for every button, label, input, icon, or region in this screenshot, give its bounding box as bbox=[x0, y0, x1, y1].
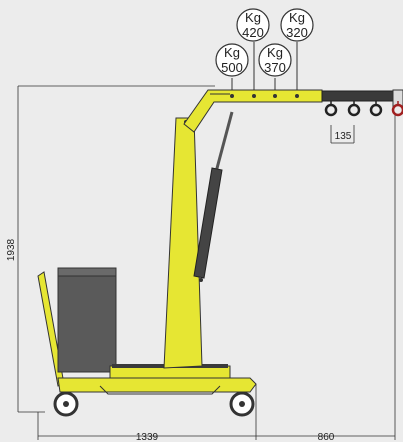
front-wheel bbox=[229, 391, 255, 417]
hydraulic-cylinder bbox=[193, 111, 234, 282]
hook-4 bbox=[391, 101, 403, 117]
rear-wheel bbox=[53, 391, 79, 417]
capacity-circle bbox=[215, 43, 249, 77]
hook-point-500 bbox=[230, 94, 234, 98]
hook-3 bbox=[369, 101, 383, 117]
capacity-circle bbox=[258, 43, 292, 77]
hook-point-320 bbox=[295, 94, 299, 98]
hook-1 bbox=[324, 101, 338, 117]
capacity-500-marker: Kg 500 bbox=[215, 43, 249, 96]
capacity-value: 420 bbox=[242, 25, 264, 40]
capacity-unit: Kg bbox=[245, 10, 261, 25]
height-label: 1938 bbox=[6, 238, 17, 261]
dimension-lines bbox=[17, 85, 396, 440]
hook-spacing-label: 135 bbox=[335, 131, 352, 142]
capacity-markers: Kg 500 Kg 420 Kg 370 Kg 320 bbox=[215, 8, 314, 96]
reach-label: 860 bbox=[318, 432, 335, 442]
hook-point-370 bbox=[273, 94, 277, 98]
hooks bbox=[324, 101, 403, 117]
capacity-value: 320 bbox=[286, 25, 308, 40]
capacity-unit: Kg bbox=[289, 10, 305, 25]
wheels bbox=[53, 391, 255, 417]
boom-arm bbox=[183, 89, 323, 133]
capacity-value: 500 bbox=[221, 60, 243, 75]
capacity-unit: Kg bbox=[267, 45, 283, 60]
capacity-370-marker: Kg 370 bbox=[258, 43, 292, 96]
counterweight-box bbox=[57, 267, 117, 373]
chassis-base bbox=[57, 377, 257, 393]
chassis-skirt bbox=[99, 385, 221, 395]
capacity-unit: Kg bbox=[224, 45, 240, 60]
hook-2 bbox=[347, 101, 361, 117]
capacity-circle bbox=[280, 8, 314, 42]
capacity-circle bbox=[236, 8, 270, 42]
capacity-value: 370 bbox=[264, 60, 286, 75]
boom-extension bbox=[321, 90, 396, 102]
hook-point-420 bbox=[252, 94, 256, 98]
counterweight-lid bbox=[57, 267, 117, 277]
capacity-420-marker: Kg 420 bbox=[236, 8, 270, 96]
base-length-label: 1339 bbox=[136, 432, 159, 442]
capacity-320-marker: Kg 320 bbox=[280, 8, 314, 96]
